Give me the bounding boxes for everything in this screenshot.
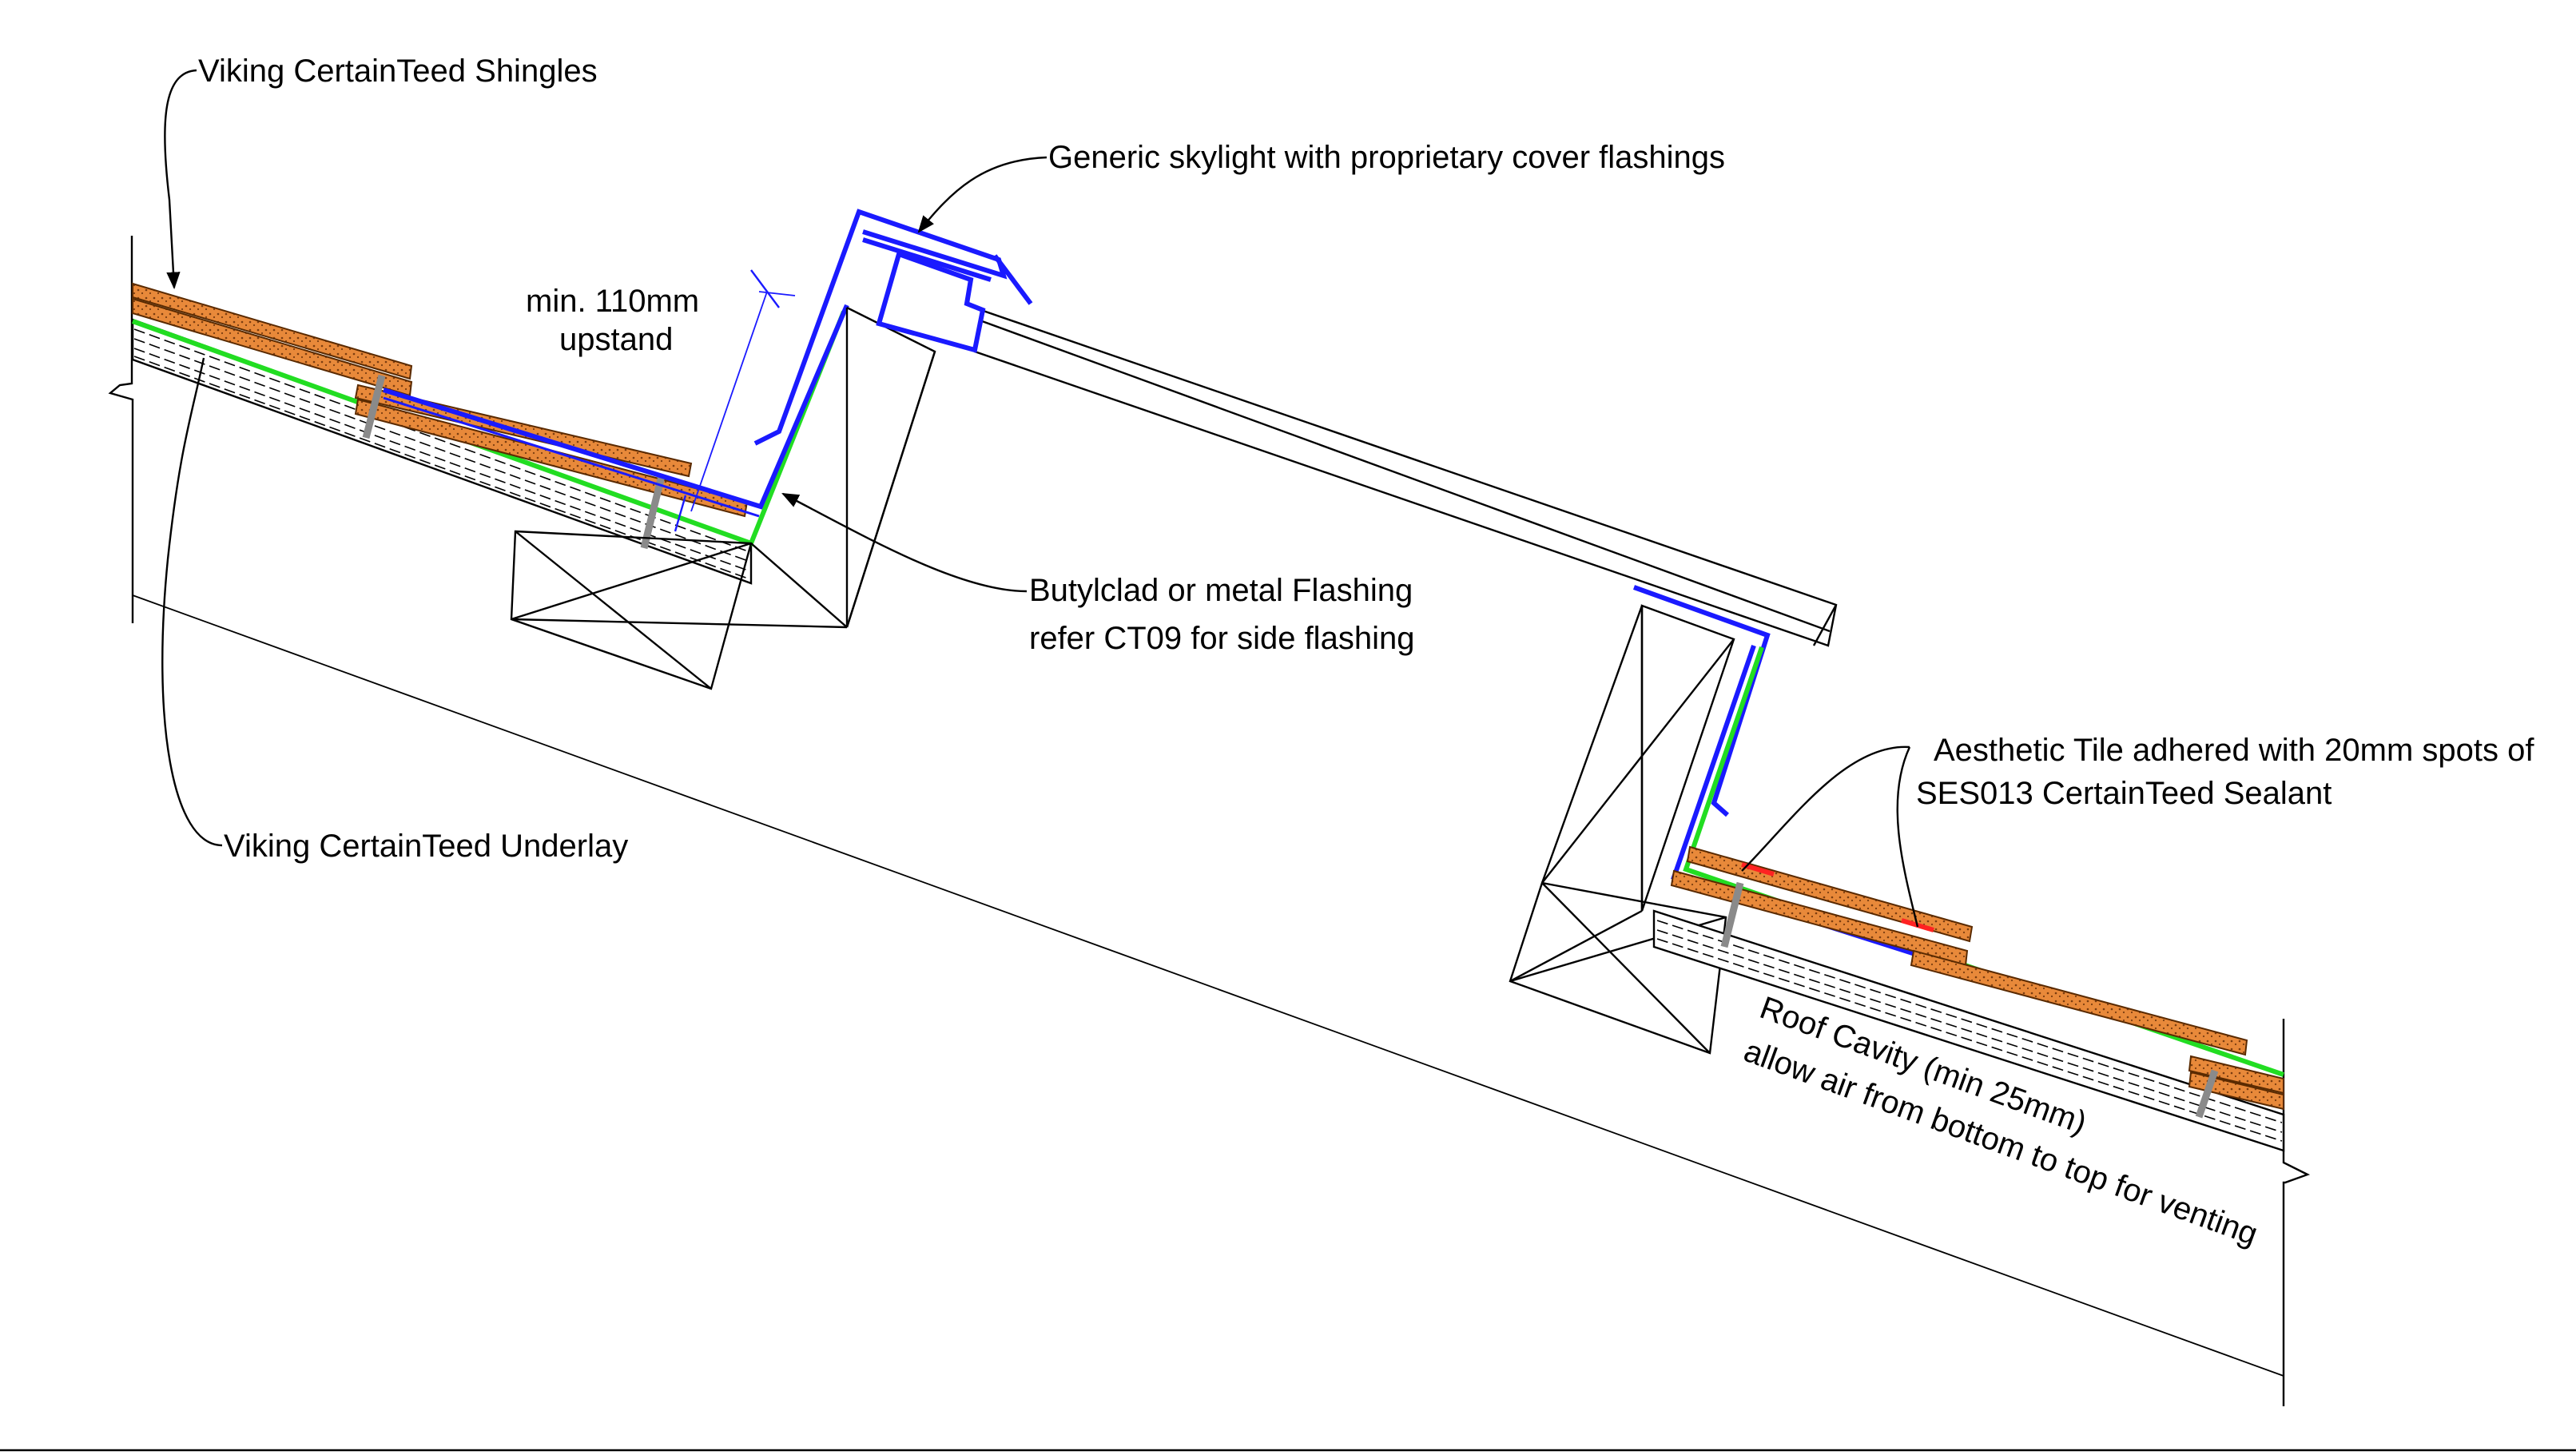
labels: Viking CertainTeed Shingles Generic skyl… bbox=[198, 54, 2534, 1252]
skylight-cover-flashing bbox=[753, 209, 1008, 446]
leader-shingles bbox=[164, 69, 197, 290]
label-flashing-line1: Butylclad or metal Flashing bbox=[1029, 573, 1413, 608]
shingle-8 bbox=[2188, 1055, 2284, 1095]
label-flashing-line2: refer CT09 for side flashing bbox=[1029, 621, 1414, 656]
upstand-dimension bbox=[674, 269, 796, 532]
dimension-line bbox=[690, 291, 768, 512]
label-cavity-line2: allow air from bottom to top for venting bbox=[1739, 1033, 2262, 1252]
leaders bbox=[161, 69, 1919, 928]
left-kerb bbox=[510, 306, 936, 690]
left-apron-flashing bbox=[383, 304, 849, 510]
label-tile-line1: Aesthetic Tile adhered with 20mm spots o… bbox=[1934, 733, 2534, 768]
rafter-line bbox=[132, 594, 2284, 1377]
label-upstand-line1: min. 110mm bbox=[526, 284, 699, 319]
leader-skylight bbox=[917, 156, 1047, 233]
label-upstand-line2: upstand bbox=[559, 322, 673, 357]
shingle-4 bbox=[354, 398, 749, 518]
left-break-line bbox=[108, 236, 134, 623]
skylight-bottom-flashing bbox=[1632, 585, 1771, 817]
right-kerb bbox=[1509, 604, 1735, 1055]
kerb-right-box bbox=[1509, 881, 1727, 1055]
kerb-left-upstand-line bbox=[845, 306, 936, 628]
label-tile-line2: SES013 CertainTeed Sealant bbox=[1916, 776, 2332, 811]
leader-flashing bbox=[781, 492, 1028, 593]
fixing-4 bbox=[2195, 1069, 2219, 1119]
skylight-frame bbox=[876, 251, 986, 353]
left-substrate bbox=[131, 318, 753, 585]
dimension-tick-bottom bbox=[674, 495, 687, 532]
leader-underlay bbox=[161, 357, 223, 847]
shingle-7 bbox=[1910, 949, 2248, 1056]
label-underlay: Viking CertainTeed Underlay bbox=[224, 829, 628, 864]
shingle-1 bbox=[132, 282, 413, 380]
label-shingles: Viking CertainTeed Shingles bbox=[198, 54, 598, 89]
label-skylight: Generic skylight with proprietary cover … bbox=[1048, 140, 1725, 175]
fixing-1 bbox=[362, 374, 386, 439]
skylight-cover-flashing-drip bbox=[992, 254, 1033, 305]
dimension-tick-top bbox=[750, 269, 780, 308]
shingle-2 bbox=[132, 297, 413, 397]
left-roof-assembly bbox=[131, 282, 849, 585]
right-roof-assembly bbox=[1652, 645, 2285, 1152]
fixing-2 bbox=[640, 475, 666, 550]
fixing-3 bbox=[1720, 881, 1744, 948]
leader-tile-1 bbox=[1741, 745, 1910, 872]
skylight bbox=[753, 209, 1838, 817]
leader-tile-2 bbox=[1896, 746, 1919, 928]
right-break-line bbox=[2282, 1019, 2311, 1406]
skylight-glazing-inner bbox=[966, 314, 1831, 633]
